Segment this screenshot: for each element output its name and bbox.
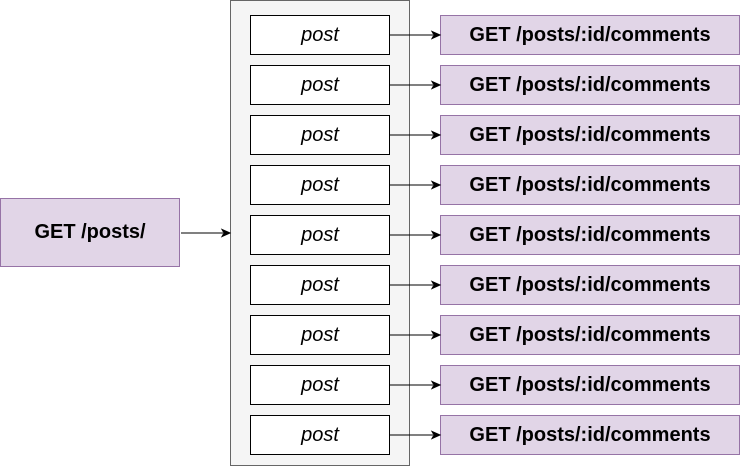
comments-request-node-3: GET /posts/:id/comments [440,115,740,155]
post-label-1: post [301,23,339,46]
post-node-4: post [250,165,390,205]
row-6-arrowhead [430,280,442,290]
comments-request-node-8: GET /posts/:id/comments [440,365,740,405]
comments-request-node-9: GET /posts/:id/comments [440,415,740,455]
comments-request-label-3: GET /posts/:id/comments [469,123,711,146]
post-label-3: post [301,123,339,146]
post-label-2: post [301,73,339,96]
post-node-7: post [250,315,390,355]
comments-request-node-2: GET /posts/:id/comments [440,65,740,105]
comments-request-label-4: GET /posts/:id/comments [469,173,711,196]
comments-request-node-5: GET /posts/:id/comments [440,215,740,255]
get-posts-request-node: GET /posts/ [0,198,180,267]
post-node-3: post [250,115,390,155]
row-5-arrowhead [430,230,442,240]
comments-request-label-6: GET /posts/:id/comments [469,273,711,296]
comments-request-label-7: GET /posts/:id/comments [469,323,711,346]
row-1-arrowhead [430,30,442,40]
row-7-arrowhead [430,330,442,340]
post-node-8: post [250,365,390,405]
post-label-8: post [301,373,339,396]
comments-request-label-5: GET /posts/:id/comments [469,223,711,246]
comments-request-label-1: GET /posts/:id/comments [469,23,711,46]
post-node-5: post [250,215,390,255]
comments-request-node-6: GET /posts/:id/comments [440,265,740,305]
post-node-1: post [250,15,390,55]
row-9-arrowhead [430,430,442,440]
post-label-4: post [301,173,339,196]
comments-request-node-1: GET /posts/:id/comments [440,15,740,55]
post-node-9: post [250,415,390,455]
comments-request-label-8: GET /posts/:id/comments [469,373,711,396]
post-label-9: post [301,423,339,446]
get-posts-request-label: GET /posts/ [34,221,146,243]
post-label-5: post [301,223,339,246]
row-4-arrowhead [430,180,442,190]
row-8-arrowhead [430,380,442,390]
request-to-container-arrowhead [220,228,232,238]
comments-request-label-2: GET /posts/:id/comments [469,73,711,96]
row-2-arrowhead [430,80,442,90]
post-node-2: post [250,65,390,105]
row-3-arrowhead [430,130,442,140]
post-label-6: post [301,273,339,296]
post-label-7: post [301,323,339,346]
comments-request-node-7: GET /posts/:id/comments [440,315,740,355]
comments-request-label-9: GET /posts/:id/comments [469,423,711,446]
post-node-6: post [250,265,390,305]
comments-request-node-4: GET /posts/:id/comments [440,165,740,205]
